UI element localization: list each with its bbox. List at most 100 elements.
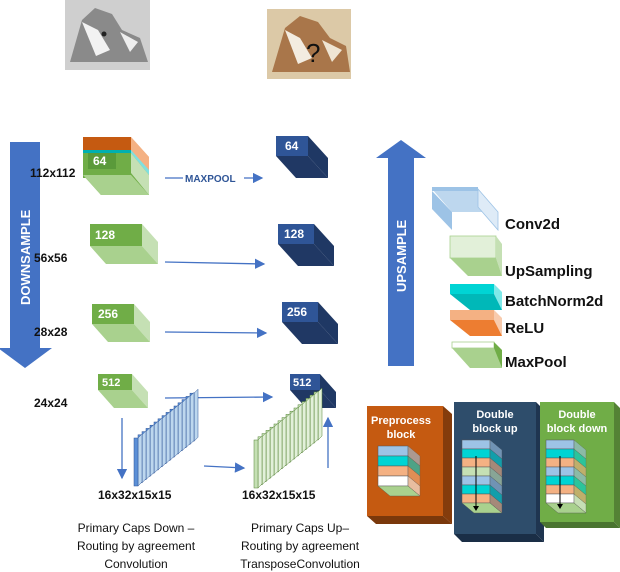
preprocess-block-title-line2: block — [387, 429, 417, 441]
legend-label-upsampling: UpSampling — [505, 263, 593, 280]
legend-conv2d: Conv2d — [432, 187, 560, 233]
caps-up-caption-line2: Routing by agreement — [241, 539, 360, 553]
caps-up-slice-side — [257, 435, 263, 489]
resolution-label-112: 112x112 — [30, 166, 76, 180]
decoder-channel-128: 128 — [284, 227, 304, 241]
caps-down-slice — [133, 437, 139, 487]
encoder-block-512: 512 — [98, 374, 148, 408]
caps-up-slice-side — [273, 422, 279, 476]
decoder-channel-256: 256 — [287, 305, 307, 319]
caps-down-shape: 16x32x15x15 — [98, 488, 172, 502]
caps-up-slice-side — [277, 419, 283, 473]
caps-down-slice-side — [177, 401, 183, 455]
double-down-layer — [545, 439, 575, 450]
legend: Conv2d UpSampling BatchNorm2d ReLU MaxPo… — [432, 187, 603, 371]
caps-down-slice-side — [173, 404, 179, 458]
caps-up-shape: 16x32x15x15 — [242, 488, 316, 502]
upsample-arrow: UPSAMPLE — [376, 140, 426, 366]
caps-up-slice-side — [293, 406, 299, 460]
decoder-channel-64: 64 — [285, 139, 299, 153]
caps-down-slice-side — [169, 407, 175, 462]
caps-down-slice-side — [185, 394, 191, 449]
preprocess-layer — [377, 445, 409, 457]
caps-up-slice-side — [305, 396, 311, 451]
caps-up-slice-side — [309, 393, 315, 448]
caps-up-slice-side — [269, 425, 275, 480]
decoder-channel-512: 512 — [293, 377, 311, 389]
downsample-label: DOWNSAMPLE — [18, 209, 33, 305]
skip-arrow-256 — [164, 327, 268, 339]
caps-down-slice-side — [141, 430, 147, 484]
caps-down-slice-side — [157, 417, 163, 471]
legend-label-batchnorm2d: BatchNorm2d — [505, 293, 603, 310]
skip-arrow-64: MAXPOOL — [165, 172, 264, 185]
legend-label-relu: ReLU — [505, 320, 544, 337]
double-block-up-title-line1: Double — [476, 409, 513, 421]
caps-down-caption-line3: Convolution — [104, 557, 167, 571]
caps-down-slice-side — [165, 410, 171, 465]
preprocess-layer — [377, 455, 409, 467]
encoder-channel-256: 256 — [98, 307, 118, 321]
caps-up-slice-side — [285, 412, 291, 467]
caps-down-slice-side — [137, 433, 143, 487]
legend-maxpool: MaxPool — [451, 341, 567, 371]
caps-down-slice-side — [149, 423, 155, 478]
double-block-down-layers — [545, 439, 587, 514]
legend-label-conv2d: Conv2d — [505, 216, 560, 233]
caps-middle-arrow — [203, 462, 246, 473]
double-block-down-title-line1: Double — [558, 409, 595, 421]
resolution-label-56: 56x56 — [34, 251, 68, 265]
preprocess-layer — [377, 465, 409, 477]
double-up-flow-arrow-head — [473, 506, 479, 511]
caps-up-slice-side — [317, 387, 323, 441]
encoder-block-256: 256 — [92, 304, 150, 342]
caps-up-slice-side — [261, 432, 267, 486]
caps-down-caption-line1: Primary Caps Down – — [78, 521, 195, 535]
double-up-layer — [461, 439, 491, 450]
input-image-grayscale — [65, 0, 150, 70]
preprocess-block-layers — [377, 445, 421, 497]
caps-up-slice-side — [281, 416, 287, 470]
caps-down-slice-side — [193, 388, 199, 442]
skip-arrow-512 — [164, 391, 274, 403]
caps-down-caption-line2: Routing by agreement — [77, 539, 196, 553]
caps-up-caption-line3: TransposeConvolution — [240, 557, 360, 571]
double-block-down-title-line2: block down — [547, 423, 608, 435]
legend-batchnorm2d: BatchNorm2d — [450, 284, 603, 310]
encoder-channel-64: 64 — [93, 154, 107, 168]
encoder-channel-512: 512 — [102, 377, 120, 389]
upsample-label: UPSAMPLE — [394, 219, 409, 292]
legend-label-maxpool: MaxPool — [505, 354, 567, 371]
caps-down-slice-side — [153, 420, 159, 474]
preprocess-block-title-line1: Preprocess — [371, 415, 431, 427]
downsample-arrow: DOWNSAMPLE — [0, 142, 52, 368]
preprocess-layer-bottom — [377, 485, 421, 497]
primary-caps-up-stack — [253, 387, 323, 489]
caps-up-slice-side — [297, 403, 303, 457]
question-mark: ? — [306, 38, 320, 68]
caps-up-slice-side — [301, 400, 307, 454]
double-block-up-layers — [461, 439, 503, 514]
maxpool-label: MAXPOOL — [185, 174, 236, 185]
caps-up-caption-line1: Primary Caps Up– — [251, 521, 349, 535]
encoder-block-64: 64 — [83, 137, 149, 195]
preprocess-layer — [377, 475, 409, 487]
double-block-down: Double block down — [540, 402, 620, 528]
caps-down-slice-side — [161, 414, 167, 468]
caps-down-slice-side — [145, 426, 151, 481]
resolution-label-28: 28x28 — [34, 325, 68, 339]
caps-down-slice-side — [189, 391, 195, 446]
encoder-block-128: 128 — [90, 224, 158, 264]
caps-down-slice-side — [181, 398, 187, 452]
output-image-colored: ? — [267, 9, 351, 79]
double-block-up-title-line2: block up — [472, 423, 518, 435]
double-down-layer-bottom — [545, 502, 587, 514]
caps-up-slice-side — [313, 390, 319, 444]
legend-relu: ReLU — [450, 310, 544, 337]
decoder-block-256: 256 — [282, 302, 338, 344]
double-down-flow-arrow-head — [557, 504, 563, 509]
encoder-channel-128: 128 — [95, 228, 115, 242]
caps-up-slice — [253, 439, 259, 489]
preprocess-block: Preprocess block — [367, 406, 452, 524]
decoder-block-128: 128 — [278, 224, 334, 266]
